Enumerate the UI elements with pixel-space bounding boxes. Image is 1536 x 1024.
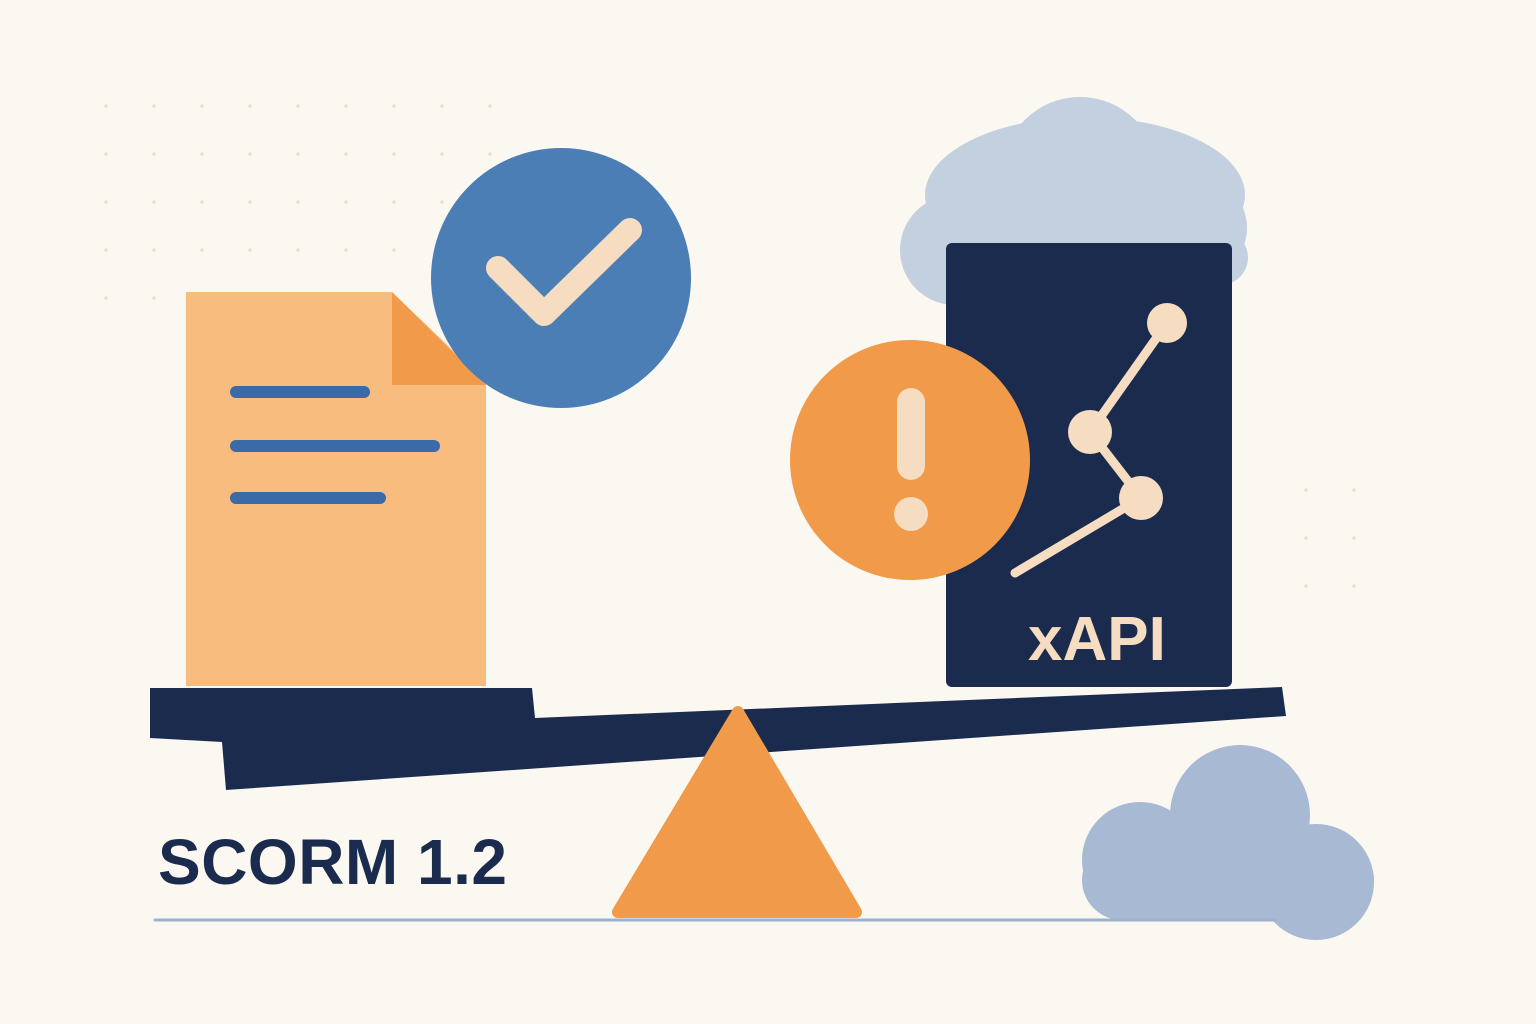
check-circle-icon	[431, 148, 691, 408]
background-dots-left	[78, 90, 498, 310]
background-dots-right	[1260, 455, 1380, 615]
bottom-cloud-icon	[1082, 745, 1374, 940]
line-chart-icon	[1010, 303, 1187, 578]
scorm-label: SCORM 1.2	[158, 826, 508, 898]
exclamation-circle-icon	[790, 340, 1030, 580]
document-icon	[186, 292, 486, 686]
xapi-label: xAPI	[1028, 605, 1166, 674]
triangle-fulcrum-icon	[612, 706, 862, 918]
